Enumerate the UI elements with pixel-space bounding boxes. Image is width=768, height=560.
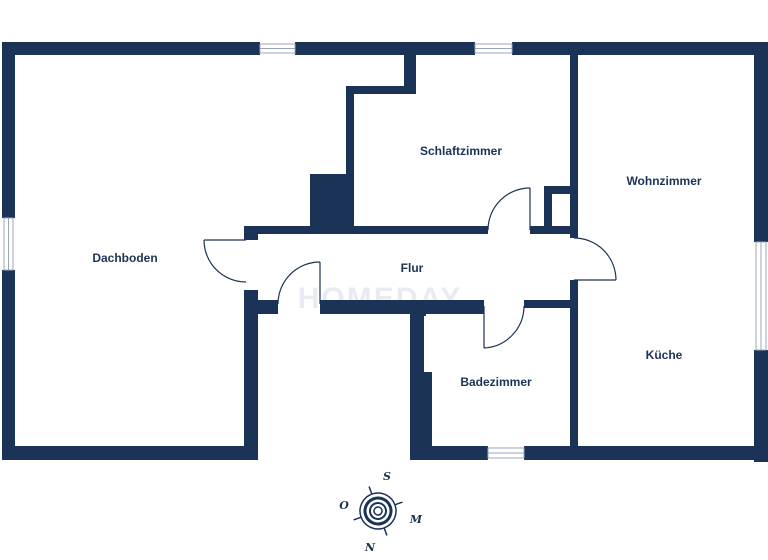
compass-rose-icon [353, 486, 403, 536]
wall-flur-bottom-c [524, 300, 576, 308]
doors [203, 187, 617, 349]
door-wohnzimmer [573, 237, 617, 281]
wall-top-left [2, 42, 260, 55]
wall-flur-top-left [244, 226, 488, 234]
wall-notch-top [404, 42, 416, 90]
wall-bottom-right-b [524, 446, 768, 460]
door-schlafzimmer [487, 187, 531, 231]
window-right [755, 241, 767, 351]
room-label-wohnzimmer: Wohnzimmer [626, 174, 701, 188]
compass-east-label: M [409, 513, 423, 526]
door-flur-bottom-left [277, 261, 321, 305]
wall-bad-left-inner [416, 372, 432, 448]
room-label-kueche: Küche [646, 348, 683, 362]
compass: S O M N [339, 470, 423, 554]
window-top-left [259, 43, 296, 54]
window-left [3, 217, 14, 271]
wall-block [310, 174, 354, 232]
room-label-badezimmer: Badezimmer [460, 375, 532, 389]
room-label-dachboden: Dachboden [92, 251, 157, 265]
window-top-right [474, 43, 513, 54]
wall-top-mid [295, 42, 475, 55]
walls [2, 42, 768, 462]
wall-notch-horiz [346, 86, 416, 94]
window-bottom [487, 447, 525, 459]
wall-bottom-right-a [410, 446, 488, 460]
room-label-flur: Flur [401, 261, 424, 275]
wall-small-box-left [544, 186, 552, 232]
wall-flur-bottom-a [258, 300, 278, 314]
wall-right-lower [754, 350, 768, 462]
wall-top-right [512, 42, 768, 55]
wall-dachboden-right [244, 290, 258, 460]
compass-north-label: N [364, 541, 376, 554]
door-dachboden [203, 239, 247, 283]
wall-schlaf-left [346, 86, 354, 232]
compass-south-label: S [383, 470, 391, 483]
wall-flur-bottom-b [320, 300, 484, 314]
wall-small-box-top [544, 186, 574, 194]
door-badezimmer [483, 305, 525, 349]
wall-left-lower [2, 270, 15, 460]
wall-kueche-left [570, 280, 578, 450]
wall-left-upper [2, 42, 15, 218]
wall-right-upper [754, 42, 768, 242]
compass-west-label: O [339, 499, 349, 512]
wall-divider-vert [570, 42, 578, 238]
wall-dachboden-bottom [2, 446, 258, 460]
room-label-schlafzimmer: Schlaftzimmer [420, 144, 502, 158]
windows [3, 43, 767, 459]
wall-bad-top-left [410, 308, 426, 316]
